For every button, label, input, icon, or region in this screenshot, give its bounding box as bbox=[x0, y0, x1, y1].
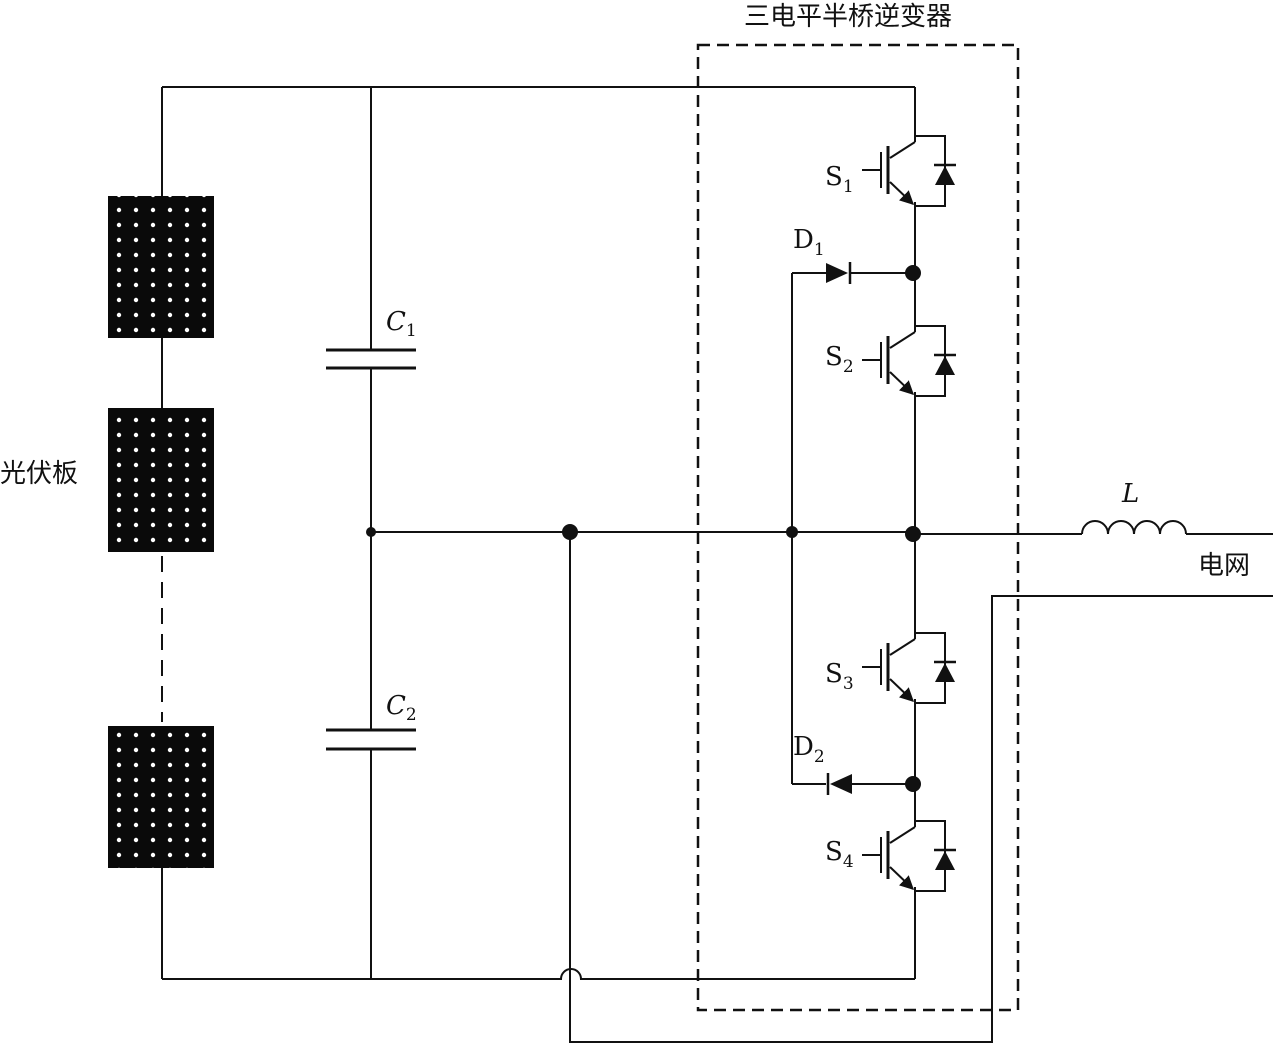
pv-label: 光伏板 bbox=[0, 459, 78, 489]
diode-d2-label: D2 bbox=[793, 732, 825, 767]
igbt-switches bbox=[862, 128, 956, 898]
grid-label: 电网 bbox=[1198, 551, 1250, 581]
igbt-switch-s2 bbox=[862, 318, 956, 403]
capacitor-c2 bbox=[326, 728, 416, 751]
switch-s1-label: S1 bbox=[825, 162, 854, 197]
capacitor-c1 bbox=[326, 348, 416, 370]
pv-panel bbox=[108, 408, 214, 552]
switch-s3-label: S3 bbox=[825, 659, 854, 694]
wiring bbox=[161, 86, 1273, 1043]
diode-d1-label: D1 bbox=[793, 225, 825, 260]
capacitor-c1-label: C1 bbox=[386, 307, 417, 341]
switch-s2-label: S2 bbox=[825, 342, 854, 377]
igbt-switch-s1 bbox=[862, 128, 956, 213]
igbt-switch-s4 bbox=[862, 813, 956, 898]
capacitor-c2-label: C2 bbox=[386, 691, 417, 725]
inductor bbox=[1081, 520, 1187, 535]
switch-s4-label: S4 bbox=[825, 837, 854, 872]
diode-d2 bbox=[826, 773, 852, 795]
junction-dot bbox=[905, 526, 921, 542]
junction-dots bbox=[366, 265, 921, 792]
junction-dot bbox=[786, 526, 798, 538]
junction-dot bbox=[562, 524, 578, 540]
diode-d1 bbox=[826, 262, 852, 284]
pv-panels bbox=[108, 196, 214, 868]
inverter-boundary bbox=[696, 43, 1020, 1012]
junction-dot bbox=[366, 527, 376, 537]
junction-dot bbox=[905, 265, 921, 281]
pv-panel bbox=[108, 196, 214, 338]
junction-dot bbox=[905, 776, 921, 792]
inverter-title: 三电平半桥逆变器 bbox=[744, 2, 952, 32]
pv-panel bbox=[108, 726, 214, 868]
inductor-label: L bbox=[1121, 479, 1139, 509]
igbt-switch-s3 bbox=[862, 625, 956, 710]
